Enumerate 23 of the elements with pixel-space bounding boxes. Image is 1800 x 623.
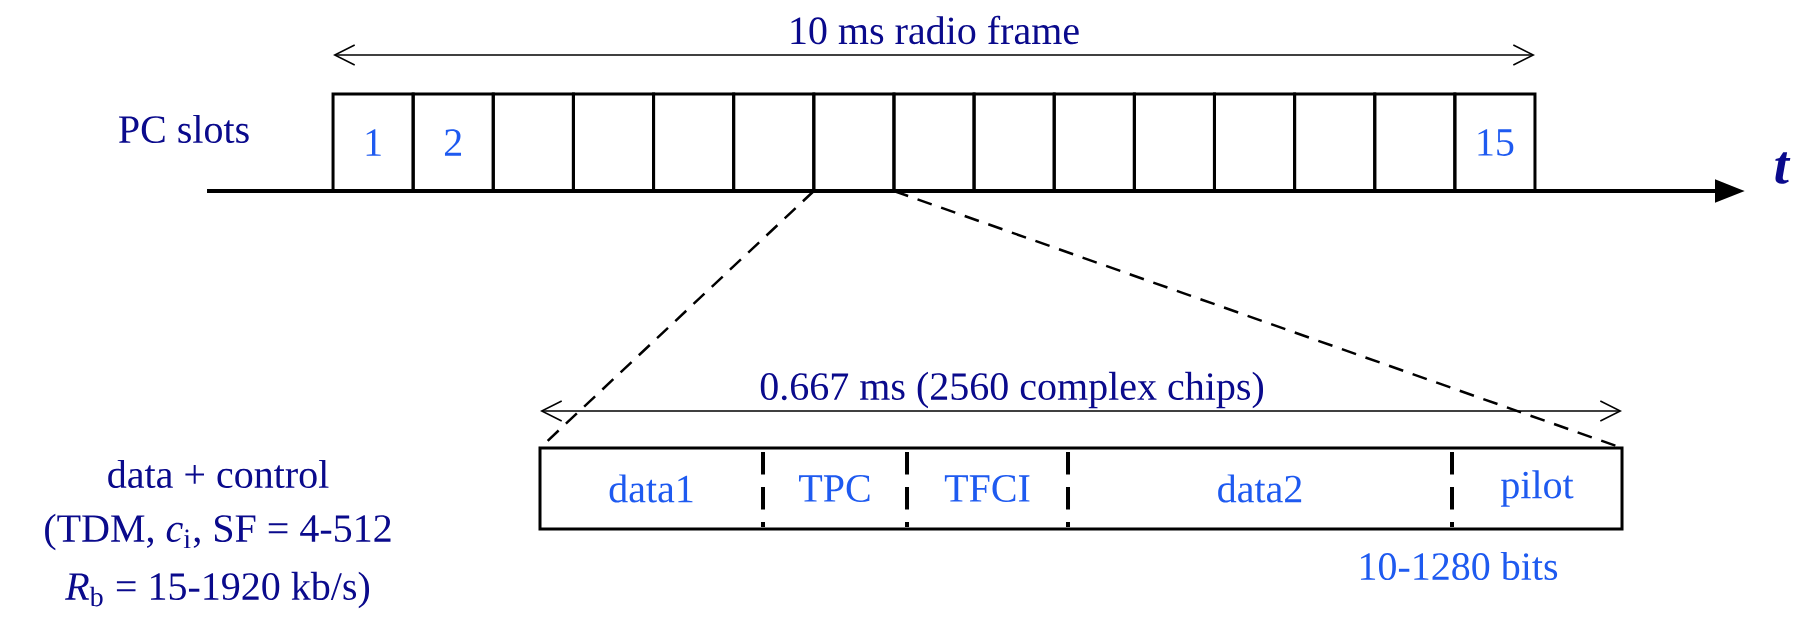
slot-box (972, 92, 1056, 193)
field-label: data2 (1218, 474, 1302, 503)
text-line: (TDM, c$_{i}$, SF = 4-512 (45, 513, 391, 551)
slot-box (1132, 92, 1216, 193)
field-label: TPC (799, 475, 870, 502)
slot-box: 1 (331, 92, 415, 193)
field-label: data1 (609, 474, 693, 503)
text-line: data + control (108, 459, 329, 489)
slot-box: 2 (411, 92, 495, 193)
text-line: R$_{b}$ = 15-1920 kb/s) (65, 571, 370, 609)
field-label: pilot (1500, 470, 1574, 507)
field-label: TFCI (944, 475, 1030, 502)
slot-box (491, 92, 575, 193)
slot-box (1052, 92, 1136, 193)
row-label: PC slots (119, 114, 249, 144)
zoom-line (539, 190, 815, 449)
axis-label: t (1775, 152, 1791, 184)
slot-box (892, 92, 976, 193)
bits-label: 10-1280 bits (1361, 551, 1558, 581)
dimension-label: 10 ms radio frame (791, 15, 1079, 45)
slot-box: 15 (1453, 92, 1537, 193)
slot-detail-box (538, 446, 1624, 531)
dimension-label: 0.667 ms (2560 complex chips) (760, 371, 1264, 409)
